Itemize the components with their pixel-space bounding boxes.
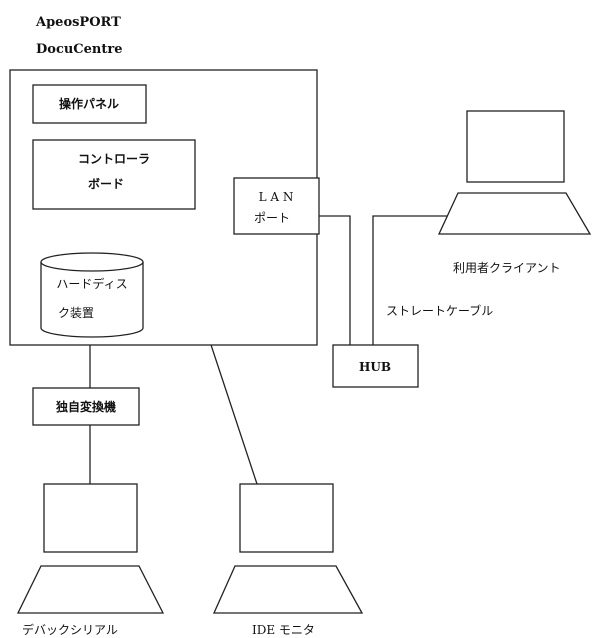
hub-client-cable [372, 215, 457, 345]
header-line2: DocuCentre [36, 42, 123, 57]
client-computer [437, 110, 592, 235]
debug-keyboard [16, 565, 165, 614]
hub-box: HUB [332, 344, 419, 388]
lan-port-box: L A N ポート [233, 177, 320, 235]
operation-panel-label: 操作パネル [59, 96, 119, 111]
controller-board-line1: コントローラ [78, 152, 150, 166]
client-keyboard [437, 192, 592, 235]
converter-label: 独自変換機 [55, 399, 116, 414]
controller-board-box: コントローラ ボード [32, 139, 196, 210]
lan-port-line2: ポート [254, 211, 290, 225]
operation-panel-box: 操作パネル [32, 84, 147, 124]
hard-disk-cylinder: ハードディス ク装置 [40, 252, 144, 338]
hard-disk-line1: ハードディス [56, 276, 127, 291]
hard-disk-line2: ク装置 [58, 306, 94, 320]
client-monitor [466, 110, 565, 183]
converter-box: 独自変換機 [32, 387, 140, 426]
header-line1: ApeosPORT [35, 15, 121, 30]
lan-hub-cable [319, 215, 351, 345]
ide-monitor-computer [212, 483, 364, 614]
straight-cable-label: ストレートケーブル [386, 303, 493, 318]
ide-monitor-label: IDE モニタ [252, 623, 315, 637]
debug-serial-label: デバックシリアル [22, 622, 118, 637]
client-label: 利用者クライアント [453, 261, 561, 275]
lan-port-line1: L A N [259, 190, 294, 204]
debug-monitor [43, 483, 138, 553]
controller-board-line2: ボード [88, 176, 124, 191]
debug-serial-computer [16, 483, 165, 614]
ide-monitor [239, 483, 334, 553]
hub-label: HUB [359, 360, 391, 374]
ide-keyboard [212, 565, 364, 614]
